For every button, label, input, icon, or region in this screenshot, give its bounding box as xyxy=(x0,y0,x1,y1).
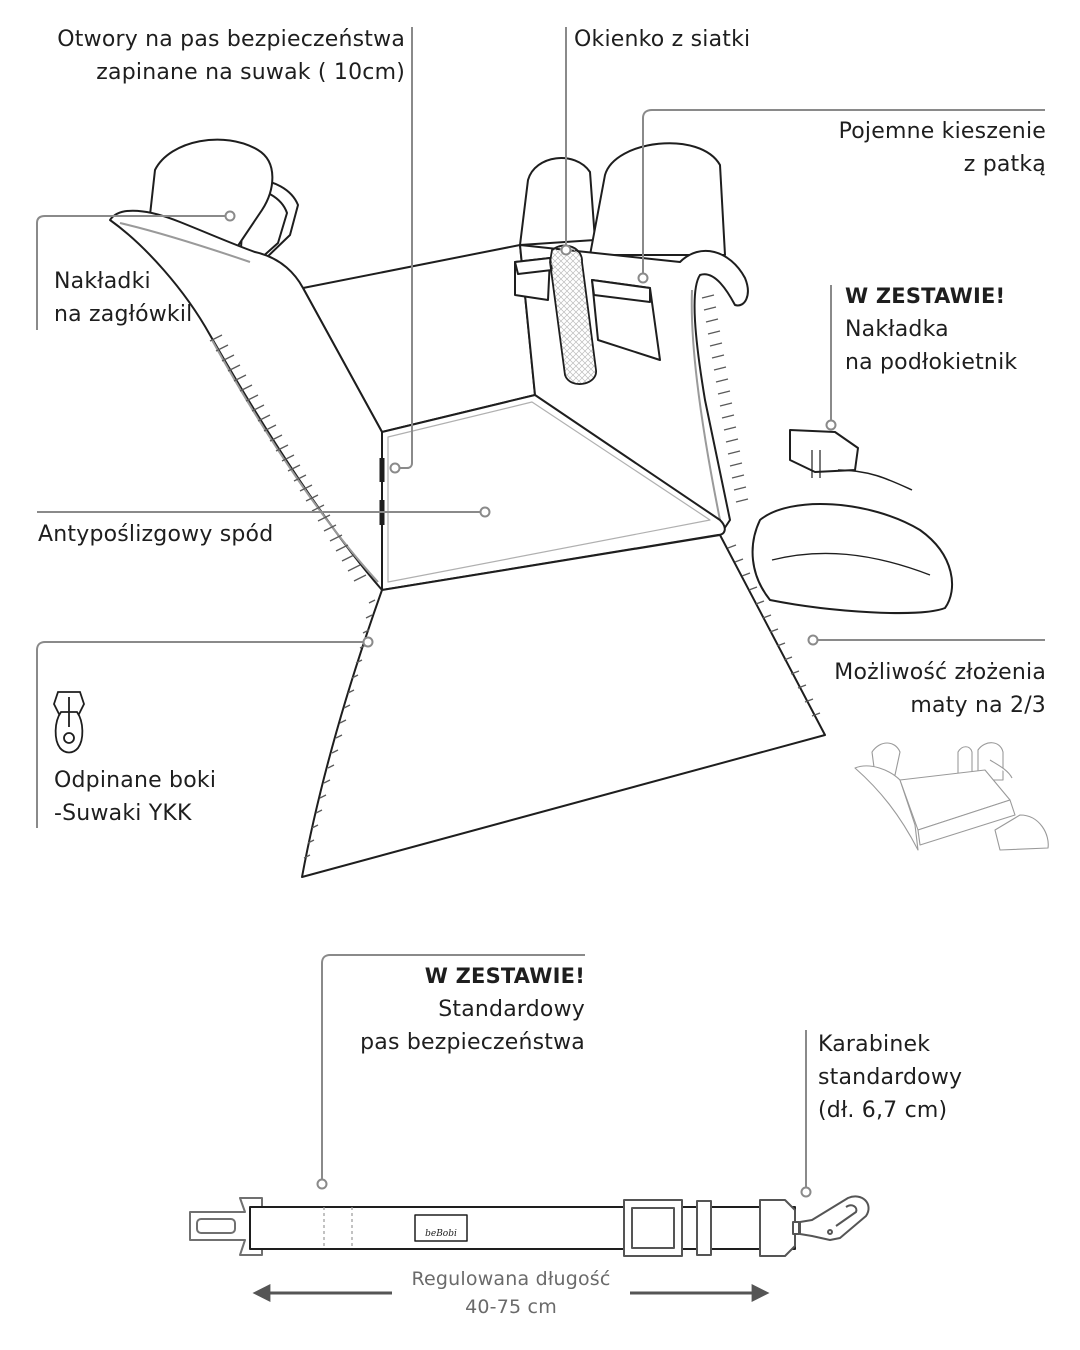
label-pockets-line2: z patką xyxy=(963,152,1046,177)
label-pockets-line1: Pojemne kieszenie xyxy=(838,119,1046,144)
label-headrest-covers-line2: na zagłówkil xyxy=(54,302,193,327)
label-seat-belt: W ZESTAWIE! Standardowy pas bezpieczeńst… xyxy=(360,960,585,1059)
car-seat-right xyxy=(751,429,954,615)
carabiner-hook xyxy=(792,1195,870,1241)
label-carabiner-line1: Karabinek xyxy=(818,1032,931,1057)
label-seatbelt-openings-line2: zapinane na suwak ( 10cm) xyxy=(96,60,405,85)
label-fold-line1: Możliwość złożenia xyxy=(834,660,1046,685)
label-zippers-line2: -Suwaki YKK xyxy=(54,801,192,826)
label-seatbelt-openings: Otwory na pas bezpieczeństwa zapinane na… xyxy=(57,23,405,89)
brand-logo xyxy=(414,1214,468,1242)
label-belt-line2: pas bezpieczeństwa xyxy=(360,1030,585,1055)
label-belt-badge: W ZESTAWIE! xyxy=(424,964,585,988)
label-carabiner: Karabinek standardowy (dł. 6,7 cm) xyxy=(818,1028,962,1127)
label-belt-line1: Standardowy xyxy=(438,997,585,1022)
label-antislip: Antypoślizgowy spód xyxy=(38,522,274,547)
folded-mat-thumbnail xyxy=(854,742,1049,851)
label-armrest: W ZESTAWIE! Nakładka na podłokietnik xyxy=(845,280,1017,379)
label-headrest-covers-line1: Nakładki xyxy=(54,269,151,294)
leader-dot-icon xyxy=(224,210,837,1198)
label-pockets: Pojemne kieszenie z patką xyxy=(839,115,1046,181)
label-fold: Możliwość złożenia maty na 2/3 xyxy=(834,656,1046,722)
label-carabiner-line2: standardowy xyxy=(818,1065,963,1090)
label-carabiner-line3: (dł. 6,7 cm) xyxy=(818,1098,948,1123)
hammock-mat xyxy=(109,138,954,878)
buckle-tongue xyxy=(189,1197,263,1256)
label-armrest-line1: Nakładka xyxy=(845,317,949,342)
label-adjustable-length: Regulowana długość 40-75 cm xyxy=(380,1265,642,1321)
label-zippers: Odpinane boki -Suwaki YKK xyxy=(54,764,216,830)
mat-front-flap xyxy=(301,534,826,878)
belt-strap xyxy=(249,1206,796,1250)
label-length-line1: Regulowana długość xyxy=(411,1268,611,1290)
zipper-teeth xyxy=(209,294,821,859)
headrests-right xyxy=(519,142,726,256)
label-length-line2: 40-75 cm xyxy=(465,1296,557,1318)
label-zippers-line1: Odpinane boki xyxy=(54,768,217,793)
label-mesh-window: Okienko z siatki xyxy=(574,27,751,52)
mat-pockets xyxy=(514,257,661,361)
seat-belt-illustration: beBobi xyxy=(189,1195,870,1257)
label-armrest-badge: W ZESTAWIE! xyxy=(845,284,1006,308)
brand-logo-text: beBobi xyxy=(425,1229,457,1239)
zipper-pull-icon xyxy=(53,691,85,754)
label-armrest-line2: na podłokietnik xyxy=(845,350,1018,375)
label-fold-line2: maty na 2/3 xyxy=(910,693,1046,718)
label-seatbelt-openings-line1: Otwory na pas bezpieczeństwa xyxy=(57,27,405,52)
callout-leaders xyxy=(36,27,1045,1188)
label-headrest-covers: Nakładki na zagłówkil xyxy=(54,265,192,331)
